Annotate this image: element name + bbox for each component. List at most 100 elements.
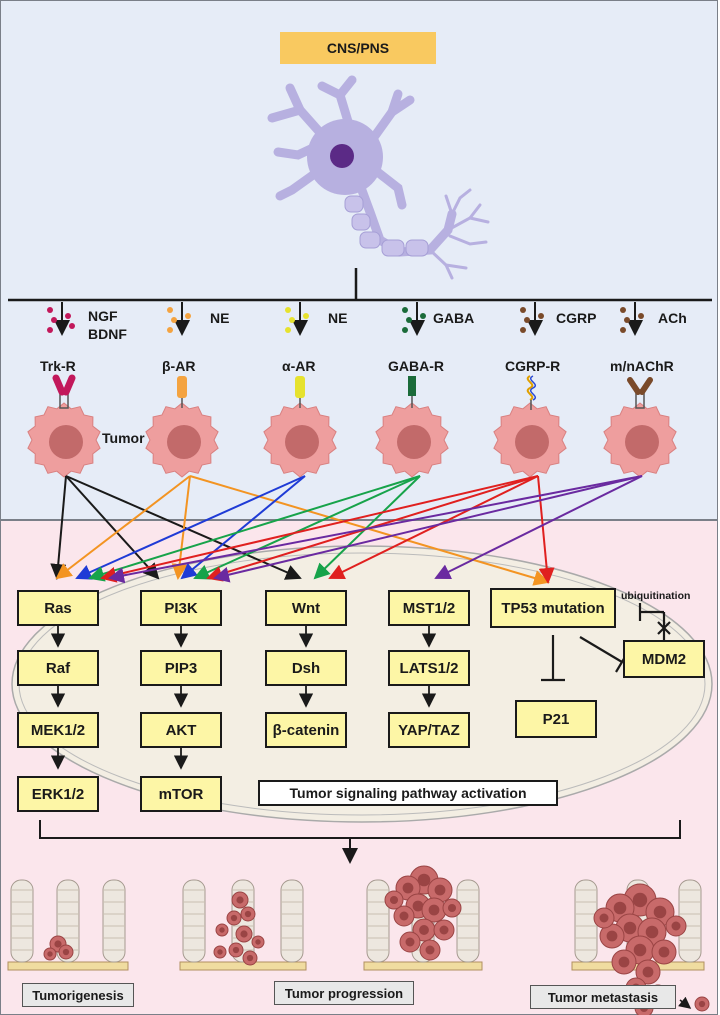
receptor-icon bbox=[408, 376, 416, 408]
ligand-dot bbox=[620, 327, 626, 333]
receptor-group bbox=[27, 374, 677, 478]
raf-box: Raf bbox=[17, 650, 99, 686]
connection-arrows bbox=[50, 475, 643, 586]
connection-arrow-green bbox=[88, 475, 421, 582]
ligand-dot bbox=[185, 313, 191, 319]
connection-arrow-orange bbox=[171, 475, 191, 580]
ligand-dot bbox=[520, 327, 526, 333]
p53-inhibition bbox=[541, 603, 671, 682]
top-panel bbox=[0, 0, 718, 520]
mdm2-box: MDM2 bbox=[623, 640, 705, 678]
receptor-label-gaba-r: GABA-R bbox=[388, 358, 444, 374]
connection-arrow-purple bbox=[213, 475, 643, 583]
connection-arrow-blue bbox=[75, 475, 306, 580]
ligand-label-ngf: NGF bbox=[88, 308, 118, 324]
ligand-dot bbox=[171, 317, 177, 323]
ligand-dot bbox=[524, 317, 530, 323]
ligand-label-cgrp: CGRP bbox=[556, 310, 597, 326]
ligand-dot bbox=[65, 313, 71, 319]
villus bbox=[456, 879, 480, 963]
ligand-dot bbox=[285, 307, 291, 313]
stage-progression: Tumor progression bbox=[274, 981, 414, 1005]
basement-membrane bbox=[7, 961, 129, 971]
villus bbox=[366, 879, 390, 963]
receptor-icon bbox=[295, 376, 305, 408]
ligand-group bbox=[47, 302, 644, 336]
connection-arrow-purple bbox=[434, 475, 643, 579]
ligand-dot bbox=[285, 327, 291, 333]
receptor-label-cgrp-r: CGRP-R bbox=[505, 358, 561, 374]
ligand-dot bbox=[420, 313, 426, 319]
ubiquitination-label: ubiquitination bbox=[621, 590, 691, 602]
ligand-dot bbox=[69, 323, 75, 329]
ligand-dot bbox=[47, 327, 53, 333]
basement-membrane bbox=[363, 961, 483, 971]
stage-metastasis: Tumor metastasis bbox=[530, 985, 676, 1009]
tumor-label: Tumor bbox=[102, 430, 145, 446]
receptor-icon bbox=[52, 374, 76, 409]
ligand-dot bbox=[167, 307, 173, 313]
metastasis-arrow bbox=[678, 996, 692, 1009]
ligand-label-ne-2: NE bbox=[328, 310, 348, 326]
connection-arrow-red bbox=[537, 475, 555, 584]
receptor-icon bbox=[627, 377, 653, 409]
connection-arrow-orange bbox=[55, 475, 191, 580]
mst-box: MST1/2 bbox=[388, 590, 470, 626]
receptor-icon bbox=[526, 375, 536, 410]
ligand-dot bbox=[47, 307, 53, 313]
ligand-dot bbox=[303, 313, 309, 319]
ligand-dot bbox=[402, 307, 408, 313]
ligand-dot bbox=[538, 313, 544, 319]
ras-box: Ras bbox=[17, 590, 99, 626]
cns-pns-title: CNS/PNS bbox=[280, 32, 436, 64]
ligand-dot bbox=[167, 327, 173, 333]
ligand-label-ach: ACh bbox=[658, 310, 687, 326]
ligand-dot bbox=[51, 317, 57, 323]
ligand-label-gaba: GABA bbox=[433, 310, 475, 326]
connection-arrow-black bbox=[50, 475, 67, 580]
receptor-label-beta-ar: β-AR bbox=[162, 358, 196, 374]
receptor-label-trk: Trk-R bbox=[40, 358, 76, 374]
tp53-mutation-box: TP53 mutation bbox=[490, 588, 616, 628]
yap-taz-box: YAP/TAZ bbox=[388, 712, 470, 748]
ligand-dot bbox=[402, 327, 408, 333]
dsh-box: Dsh bbox=[265, 650, 347, 686]
ligand-dot bbox=[289, 317, 295, 323]
wnt-box: Wnt bbox=[265, 590, 347, 626]
connection-arrow-green bbox=[313, 475, 421, 580]
ligand-dot bbox=[406, 317, 412, 323]
mek-box: MEK1/2 bbox=[17, 712, 99, 748]
beta-catenin-box: β-catenin bbox=[265, 712, 347, 748]
pathway-arrows bbox=[50, 626, 437, 770]
convergence-bracket bbox=[39, 820, 681, 864]
receptor-icon bbox=[177, 376, 187, 408]
tumor-nucleus bbox=[397, 425, 431, 459]
mtor-box: mTOR bbox=[140, 776, 222, 812]
tumor-nucleus bbox=[167, 425, 201, 459]
tumor-nucleus bbox=[49, 425, 83, 459]
neuron-icon bbox=[267, 75, 490, 280]
ligand-dot bbox=[624, 317, 630, 323]
connection-arrow-purple bbox=[108, 475, 643, 584]
ligand-dot bbox=[638, 313, 644, 319]
connection-arrow-red bbox=[328, 475, 539, 580]
villus bbox=[182, 879, 206, 963]
ligand-dot bbox=[620, 307, 626, 313]
basement-membrane bbox=[179, 961, 307, 971]
tumor-nucleus bbox=[515, 425, 549, 459]
ligand-label-ne-1: NE bbox=[210, 310, 230, 326]
stage-tumorigenesis: Tumorigenesis bbox=[22, 983, 134, 1007]
villus bbox=[10, 879, 34, 963]
pi3k-box: PI3K bbox=[140, 590, 222, 626]
erk-box: ERK1/2 bbox=[17, 776, 99, 812]
receptor-label-alpha-ar: α-AR bbox=[282, 358, 316, 374]
akt-box: AKT bbox=[140, 712, 222, 748]
connection-arrow-green bbox=[193, 475, 421, 580]
tumor-nucleus bbox=[625, 425, 659, 459]
pip3-box: PIP3 bbox=[140, 650, 222, 686]
connection-arrow-red bbox=[100, 475, 539, 583]
tumor-nucleus bbox=[285, 425, 319, 459]
villus bbox=[280, 879, 304, 963]
lats-box: LATS1/2 bbox=[388, 650, 470, 686]
